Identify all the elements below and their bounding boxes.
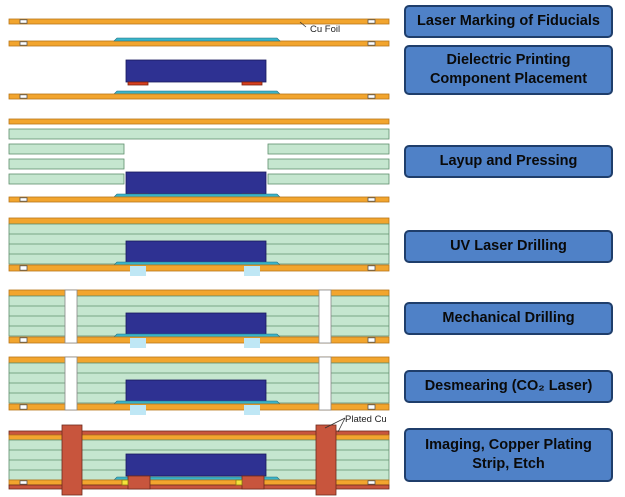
step-dielectric-printing-label: Dielectric Printing (446, 52, 571, 68)
plated-through-hole (315, 424, 337, 496)
cu-foil (8, 93, 390, 100)
microvia (130, 266, 146, 276)
step-layup-pressing-box: Layup and Pressing (404, 145, 613, 178)
cu-layer-bottom (8, 264, 390, 272)
fiducial-mark (367, 337, 376, 343)
step-dielectric-printing-box: Dielectric Printing Component Placement (404, 45, 613, 95)
step-uv-laser-drilling-box: UV Laser Drilling (404, 230, 613, 263)
component (125, 312, 267, 336)
plated-microvia (127, 475, 151, 490)
fiducial-mark (367, 197, 376, 202)
step-imaging-plating-box: Imaging, Copper Plating Strip, Etch (404, 428, 613, 482)
step-component-placement-label: Component Placement (429, 71, 588, 87)
through-hole (64, 356, 78, 411)
component (125, 171, 267, 195)
plated-cu-leader (337, 417, 346, 433)
microvia (130, 405, 146, 415)
cu-layer-bottom (8, 403, 390, 411)
laminate-sheet-cavity (8, 158, 125, 170)
cu-foil-top (8, 118, 390, 125)
solder-fill (235, 479, 243, 486)
dielectric-print (113, 193, 281, 198)
fiducial-mark (367, 19, 376, 24)
cu-foil-callout: Cu Foil (310, 24, 341, 35)
dielectric-print (113, 90, 281, 95)
laminate-sheet (8, 128, 390, 140)
step-mechanical-drilling-label: Mechanical Drilling (442, 310, 575, 326)
component-pad (127, 81, 149, 86)
step-desmearing-box: Desmearing (CO₂ Laser) (404, 370, 613, 403)
through-hole (318, 289, 332, 344)
cu-layer-bottom (8, 336, 390, 344)
step-laser-marking-box: Laser Marking of Fiducials (404, 5, 613, 38)
fiducial-mark (367, 41, 376, 46)
plated-cu-callout: Plated Cu (345, 414, 387, 425)
through-hole (64, 289, 78, 344)
cu-foil-top (8, 18, 390, 25)
fiducial-mark (367, 265, 376, 271)
cu-foil (8, 196, 390, 203)
step-strip-etch-label: Strip, Etch (472, 456, 545, 472)
fiducial-mark (19, 480, 28, 485)
step-mechanical-drilling-box: Mechanical Drilling (404, 302, 613, 335)
microvia (244, 405, 260, 415)
cu-foil-bottom (8, 40, 390, 47)
component (125, 59, 267, 83)
fiducial-mark (367, 480, 376, 485)
laminate-sheet-cavity (8, 173, 125, 185)
cu-layer-top (8, 217, 390, 225)
laminate-sheet-cavity (267, 158, 390, 170)
fiducial-mark (367, 404, 376, 410)
fiducial-mark (19, 197, 28, 202)
step-layup-pressing-label: Layup and Pressing (439, 153, 578, 169)
component (125, 453, 267, 477)
fiducial-mark (19, 265, 28, 271)
fiducial-mark (19, 404, 28, 410)
plated-cu-bottom (8, 484, 390, 490)
microvia (244, 266, 260, 276)
step-imaging-plating-label: Imaging, Copper Plating (425, 437, 592, 453)
cu-foil-leader (299, 21, 307, 28)
through-hole (318, 356, 332, 411)
plated-cu-leader (324, 417, 346, 429)
fiducial-mark (19, 94, 28, 99)
step-uv-laser-drilling-label: UV Laser Drilling (450, 238, 567, 254)
step-desmearing-label: Desmearing (CO₂ Laser) (424, 378, 593, 394)
fiducial-mark (19, 41, 28, 46)
dielectric-print (113, 37, 281, 42)
component (125, 379, 267, 403)
component-pad (241, 81, 263, 86)
solder-fill (121, 479, 129, 486)
dielectric-print (113, 333, 281, 338)
step-laser-marking-label: Laser Marking of Fiducials (417, 13, 600, 29)
microvia (130, 338, 146, 348)
fiducial-mark (367, 94, 376, 99)
fiducial-mark (19, 337, 28, 343)
microvia (244, 338, 260, 348)
dielectric-print (113, 261, 281, 266)
laminate-sheet-cavity (267, 143, 390, 155)
laminate-sheet-cavity (8, 143, 125, 155)
plated-microvia (241, 475, 265, 490)
laminate-sheet-cavity (267, 173, 390, 185)
plated-through-hole (61, 424, 83, 496)
dielectric-print (113, 400, 281, 405)
fiducial-mark (19, 19, 28, 24)
component (125, 240, 267, 264)
